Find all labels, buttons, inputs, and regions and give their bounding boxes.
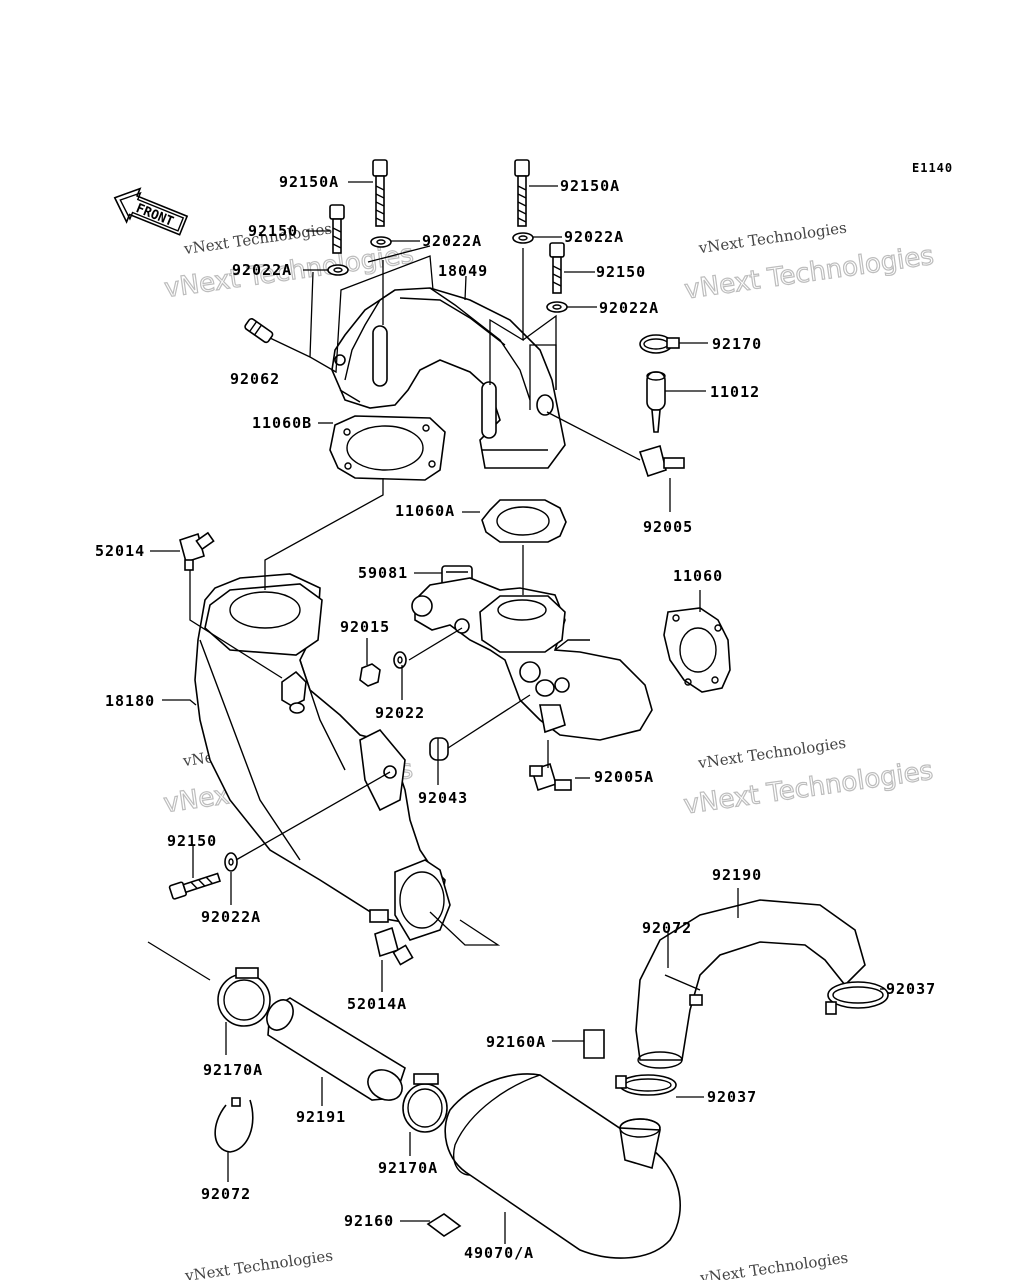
part-92150A-bolt-right: [514, 159, 530, 227]
diagram-ref-code: E1140: [912, 161, 953, 175]
part-92062-stud: [244, 318, 274, 344]
label-92022A: 92022A: [564, 228, 624, 246]
part-92160-pad: [426, 1213, 462, 1237]
label-92191: 92191: [296, 1108, 346, 1126]
label-92015: 92015: [340, 618, 390, 636]
watermark-text: vNext Technologies: [698, 1249, 849, 1280]
part-92072-clip-low: [214, 1097, 254, 1153]
part-49070A-muffler: [444, 1073, 681, 1259]
front-arrow-icon: FRONT: [113, 187, 189, 236]
label-92022A: 92022A: [422, 232, 482, 250]
part-92190-hose: [635, 899, 866, 1069]
label-92022A: 92022A: [201, 908, 261, 926]
part-52014-fitting: [179, 531, 215, 571]
watermark-top-right: vNext Technologies vNext Technologies: [682, 219, 936, 306]
part-92150A-bolt-left: [372, 159, 388, 227]
label-92022A: 92022A: [232, 261, 292, 279]
label-92160A: 92160A: [486, 1033, 546, 1051]
leader-lines: [147, 181, 884, 1244]
part-92022A-washer-low: [224, 852, 238, 872]
label-92150: 92150: [248, 222, 298, 240]
watermark-text: vNext Technologies: [696, 734, 847, 773]
part-92170A-clamp-left: [217, 967, 271, 1027]
part-92037-clamp-mid: [615, 1074, 677, 1096]
part-11060A-gasket: [481, 499, 567, 543]
label-92037: 92037: [707, 1088, 757, 1106]
part-92015-nut: [359, 663, 381, 687]
label-92022A: 92022A: [599, 299, 659, 317]
watermark-bottom-right: vNext Technologies: [698, 1249, 849, 1280]
label-92150: 92150: [167, 832, 217, 850]
part-92150-bolt-low: [168, 872, 222, 900]
label-49070A: 49070/A: [464, 1244, 534, 1262]
watermark-text: vNext Technologies: [697, 219, 848, 258]
label-92005A: 92005A: [594, 768, 654, 786]
part-52014A-fitting: [374, 926, 414, 966]
part-18049-manifold: [331, 287, 566, 469]
part-11060-gasket: [663, 607, 731, 693]
watermark-text: vNext Technologies: [183, 1246, 334, 1280]
part-labels: 92150A 92150A 92150 92022A 92022A 92022A…: [95, 173, 936, 1262]
label-11012: 11012: [710, 383, 760, 401]
part-92005A-fitting: [529, 762, 572, 792]
label-92190: 92190: [712, 866, 762, 884]
part-92022A-washers: [327, 232, 568, 313]
label-92072: 92072: [642, 919, 692, 937]
part-92022-washer: [393, 651, 407, 669]
part-92005-fitting: [638, 444, 685, 478]
part-11060B-gasket: [329, 415, 446, 481]
label-92150A: 92150A: [279, 173, 339, 191]
part-92160A-pad: [583, 1029, 605, 1059]
label-11060A: 11060A: [395, 502, 455, 520]
label-59081: 59081: [358, 564, 408, 582]
part-92170A-clamp-mid: [402, 1073, 448, 1133]
part-92043-collar: [429, 737, 449, 761]
watermark-mid-right: vNext Technologies vNext Technologies: [681, 734, 935, 821]
label-52014: 52014: [95, 542, 145, 560]
part-92150-bolt-right: [549, 242, 565, 294]
label-92072: 92072: [201, 1185, 251, 1203]
part-92170-clamp: [639, 334, 680, 354]
label-92170A: 92170A: [378, 1159, 438, 1177]
label-92043: 92043: [418, 789, 468, 807]
label-11060: 11060: [673, 567, 723, 585]
label-92150A: 92150A: [560, 177, 620, 195]
part-exhaust-pipe-center: [411, 577, 653, 741]
label-52014A: 52014A: [347, 995, 407, 1013]
label-92160: 92160: [344, 1212, 394, 1230]
part-92150-bolt-left: [329, 204, 345, 254]
label-92022: 92022: [375, 704, 425, 722]
label-92037: 92037: [886, 980, 936, 998]
part-18180-chamber: [194, 573, 451, 941]
label-18049: 18049: [438, 262, 488, 280]
part-92037-clamp-right: [825, 981, 889, 1015]
label-92005: 92005: [643, 518, 693, 536]
label-92170A: 92170A: [203, 1061, 263, 1079]
label-92062: 92062: [230, 370, 280, 388]
part-92191-hose: [266, 997, 406, 1101]
label-92170: 92170: [712, 335, 762, 353]
label-18180: 18180: [105, 692, 155, 710]
label-92150: 92150: [596, 263, 646, 281]
label-11060B: 11060B: [252, 414, 312, 432]
part-11012-plug: [646, 371, 666, 433]
watermark-bottom-left: vNext Technologies: [183, 1246, 334, 1280]
